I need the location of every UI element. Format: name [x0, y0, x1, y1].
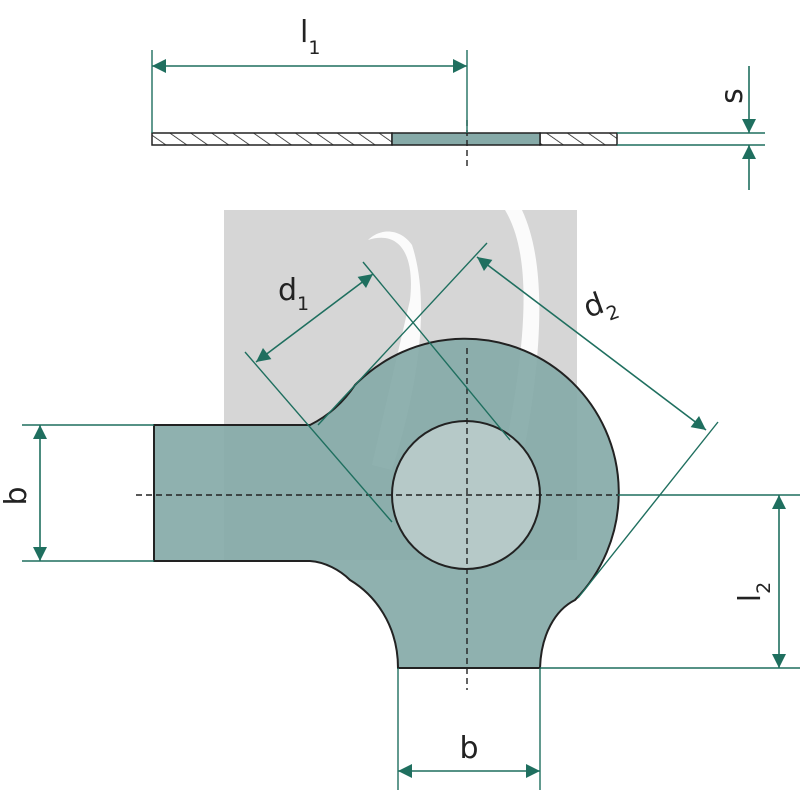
side-view-section-left — [151, 132, 393, 146]
label-b-left: b — [0, 486, 34, 505]
dimension-l1: l1 — [151, 15, 468, 133]
dimension-d1: d1 — [244, 261, 511, 523]
dimension-b-bottom: b — [397, 668, 541, 790]
label-b-bottom: b — [459, 731, 478, 766]
dimension-b-left: b — [0, 424, 154, 562]
label-s: s — [715, 88, 750, 104]
label-d1: d — [278, 273, 297, 308]
svg-text:d1: d1 — [278, 273, 309, 315]
washer-body — [153, 337, 620, 669]
label-l2: l — [733, 594, 768, 602]
label-l1: l — [300, 15, 308, 50]
label-d1-sub: 1 — [297, 293, 309, 315]
dimension-s: s — [715, 66, 756, 190]
side-view-section-right — [539, 132, 618, 146]
side-view — [151, 120, 765, 170]
side-view-tab — [391, 132, 541, 146]
dimension-l2: l2 — [540, 494, 800, 669]
washer-top-view — [136, 337, 620, 690]
svg-text:d2: d2 — [579, 282, 623, 332]
label-l2-sub: 2 — [753, 582, 775, 594]
svg-text:l1: l1 — [300, 15, 320, 59]
label-d2-sub: 2 — [604, 301, 623, 326]
svg-text:l2: l2 — [733, 582, 775, 602]
label-l1-sub: 1 — [308, 37, 320, 59]
